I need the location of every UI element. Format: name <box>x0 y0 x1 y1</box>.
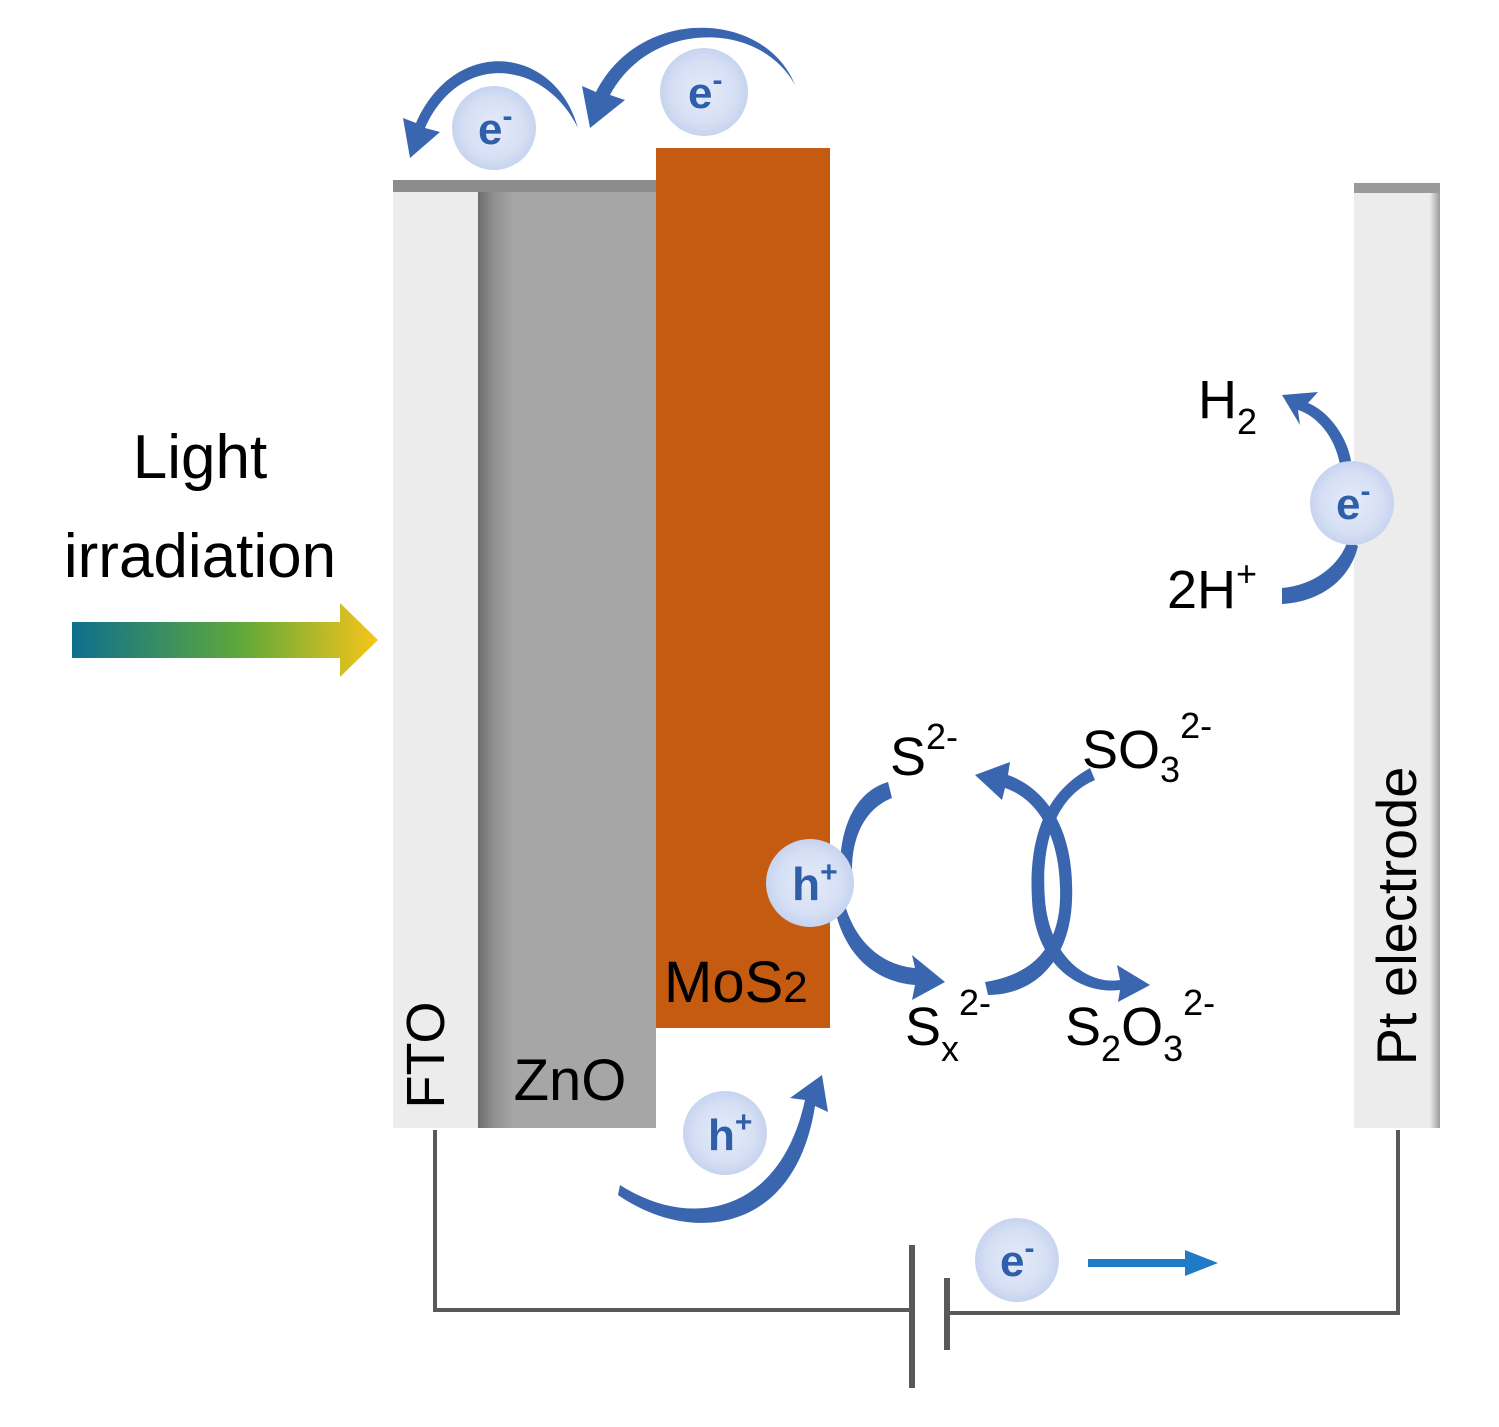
fto-layer <box>393 180 481 1128</box>
oxidation-arrow-icon <box>840 782 892 870</box>
light-arrow-icon <box>72 603 378 677</box>
proton-reduction-arrow-icon <box>1282 540 1358 604</box>
light-label-line2: irradiation <box>64 522 336 591</box>
zno-layer <box>478 180 656 1128</box>
electron-transfer-arrow-icon <box>582 27 795 128</box>
polysulfide-label: Sx2- <box>905 982 991 1069</box>
fto-label: FTO <box>396 1002 456 1109</box>
proton-label: 2H+ <box>1167 553 1257 620</box>
current-direction-arrow-icon <box>1088 1250 1218 1276</box>
hole-transfer-arrow-icon <box>618 1075 828 1223</box>
pt-electrode <box>1354 183 1440 1128</box>
electron-bubble <box>1310 461 1394 545</box>
zno-label: ZnO <box>514 1048 627 1113</box>
electron-bubble <box>452 86 536 170</box>
electron-bubble <box>975 1218 1059 1302</box>
circuit-wire-left <box>433 1130 912 1312</box>
hole-bubble <box>766 839 854 927</box>
sulfide-label: S2- <box>890 716 958 787</box>
hole-label: h+ <box>708 1106 752 1160</box>
polysulfide-crossing-arrow-icon <box>975 762 1073 995</box>
electron-label: e- <box>1336 475 1370 529</box>
sulfite-label: SO32- <box>1082 705 1212 790</box>
electron-label: e- <box>478 100 512 154</box>
hydrogen-evolution-arrow-icon <box>1282 392 1352 468</box>
circuit-wire-right <box>947 1130 1400 1315</box>
pt-electrode-top-edge <box>1354 183 1440 193</box>
mos2-label: MoS2 <box>664 950 808 1015</box>
electron-transfer-arrow-icon <box>403 61 578 159</box>
electron-label: e- <box>688 64 722 118</box>
sulfite-crossing-arrow-icon <box>1031 768 1150 1002</box>
light-label-line1: Light <box>133 423 267 492</box>
hydrogen-label: H2 <box>1198 370 1257 442</box>
mos2-label-sub: 2 <box>783 963 807 1012</box>
pt-electrode-label: Pt electrode <box>1365 767 1428 1066</box>
electron-bubble <box>660 48 748 136</box>
oxidation-arrow-icon <box>835 905 945 1000</box>
layer-top-edge <box>393 180 656 192</box>
hole-bubble <box>683 1091 767 1175</box>
thiosulfate-label: S2O32- <box>1065 982 1215 1069</box>
hole-label: h+ <box>792 856 838 910</box>
mos2-label-main: MoS <box>664 950 783 1015</box>
electron-label: e- <box>1000 1232 1034 1286</box>
